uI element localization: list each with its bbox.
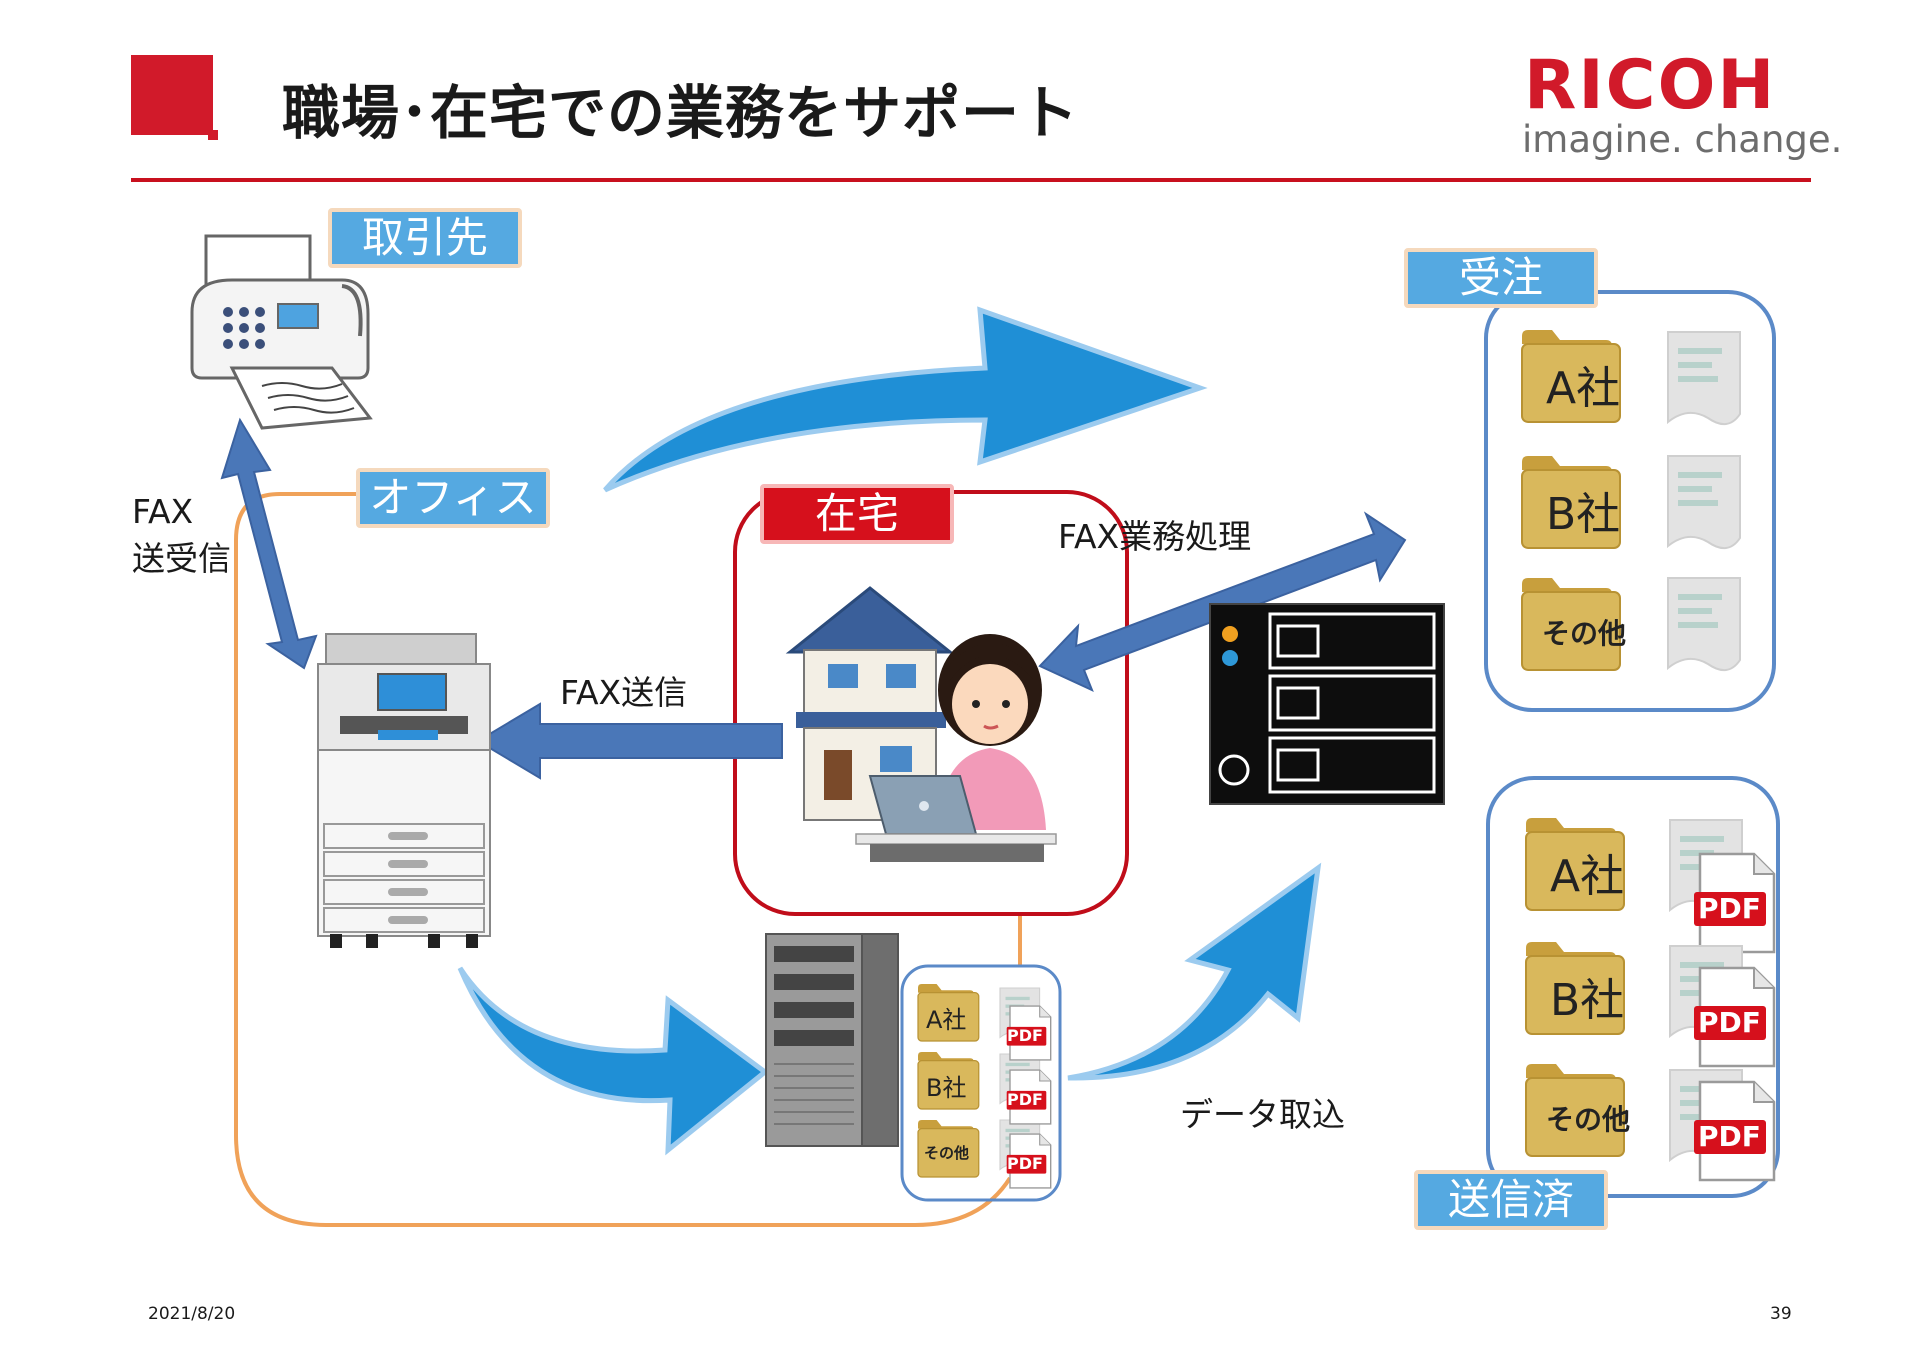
- label-fax-line2: 送受信: [132, 539, 231, 578]
- header-square-shadow: [208, 130, 218, 140]
- sent-group: [1486, 776, 1780, 1198]
- sent-folder-b-label: B社: [1550, 975, 1625, 1026]
- sent-folder-a-label: A社: [1550, 851, 1625, 902]
- tag-partner: 取引先: [328, 208, 522, 268]
- tag-sent: 送信済: [1414, 1170, 1608, 1230]
- server-folder-other-label: その他: [924, 1144, 970, 1162]
- label-data-import: データ取込: [1180, 1095, 1345, 1134]
- label-fax-send: FAX送信: [560, 673, 688, 712]
- orders-folder-a-label: A社: [1546, 363, 1621, 414]
- orders-folder-b-label: B社: [1546, 489, 1621, 540]
- server-folder-b-label: B社: [926, 1074, 967, 1102]
- data-import-arrow: [1067, 862, 1322, 1081]
- server-pdf-b-label: PDF: [1007, 1090, 1043, 1109]
- fax-machine-icon: [190, 234, 373, 430]
- server-pdf-other-label: PDF: [1007, 1154, 1043, 1173]
- footer-page-number: 39: [1770, 1304, 1792, 1324]
- ricoh-tagline: imagine. change.: [1522, 118, 1843, 161]
- tag-orders: 受注: [1404, 248, 1598, 308]
- mfp-to-server-arrow: [457, 966, 770, 1156]
- label-fax-processing: FAX業務処理: [1058, 517, 1252, 556]
- label-fax-line1: FAX: [132, 492, 194, 531]
- tag-home: 在宅: [760, 484, 954, 544]
- server-tower-icon: [765, 933, 899, 1147]
- storage-rack-icon: [1209, 603, 1445, 805]
- fax-processing-arrow: [1038, 511, 1407, 692]
- tag-office: オフィス: [356, 468, 550, 528]
- server-folder-group: [900, 964, 1062, 1202]
- top-curved-arrow: [603, 306, 1208, 493]
- home-worker-icon: [785, 586, 1057, 862]
- page-title: 職場･在宅での業務をサポート: [282, 79, 1080, 147]
- sent-folder-other-label: その他: [1546, 1103, 1631, 1136]
- mfp-printer-icon: [317, 633, 491, 948]
- sent-pdf-b-label: PDF: [1698, 1006, 1761, 1039]
- fax-send-arrow: [476, 702, 783, 780]
- server-folder-a-label: A社: [926, 1006, 967, 1034]
- header-divider: [131, 178, 1811, 182]
- server-pdf-a-label: PDF: [1007, 1026, 1043, 1045]
- ricoh-logo: RICOH: [1524, 46, 1777, 125]
- orders-group: [1484, 290, 1776, 712]
- sent-pdf-other-label: PDF: [1698, 1120, 1761, 1153]
- orders-folder-other-label: その他: [1542, 617, 1627, 650]
- header-red-square: [131, 55, 213, 135]
- sent-pdf-a-label: PDF: [1698, 892, 1761, 925]
- fax-double-arrow: [220, 417, 318, 670]
- footer-date: 2021/8/20: [148, 1304, 236, 1324]
